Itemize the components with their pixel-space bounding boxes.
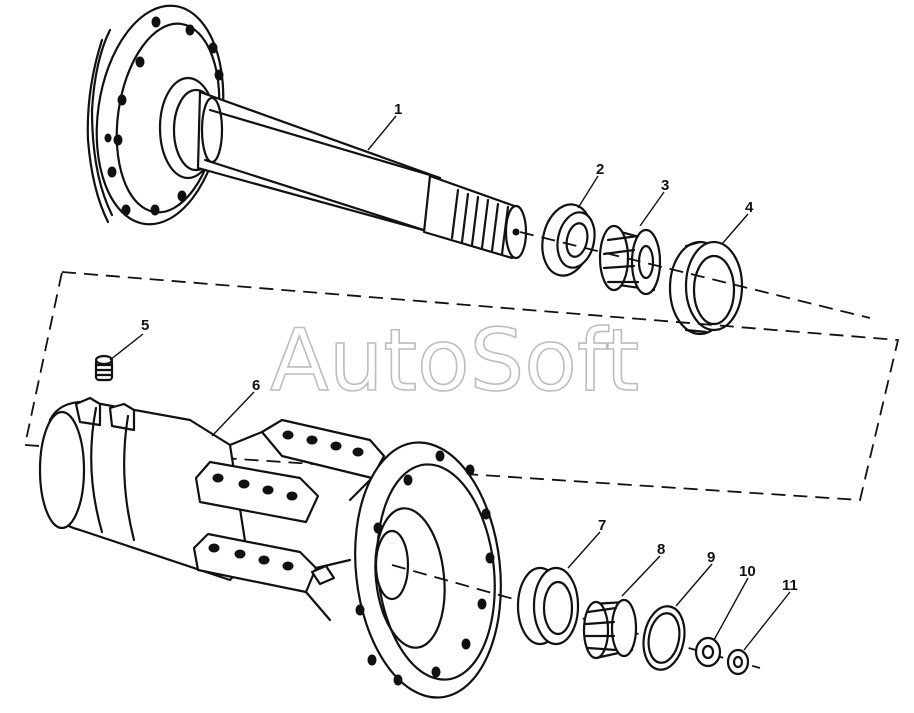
callout-3: 3	[661, 177, 669, 194]
callout-6: 6	[252, 377, 260, 394]
axle-housing	[38, 396, 502, 699]
bearing-cone	[598, 224, 662, 296]
axle-shaft	[86, 4, 528, 260]
callout-7: 7	[598, 517, 606, 534]
callout-4: 4	[745, 199, 754, 216]
seal-ring-lower	[642, 605, 686, 671]
callout-labels: 1 2 3 4 5 6 7 8 9 10 11	[141, 101, 798, 594]
watermark: AutoSoft	[270, 311, 639, 411]
leader-lines	[109, 115, 791, 651]
bearing-cone-lower	[582, 598, 638, 660]
bearing-cup-lower	[516, 566, 580, 646]
washer	[694, 636, 722, 668]
callout-11: 11	[782, 577, 798, 594]
callout-5: 5	[141, 317, 149, 334]
plug	[94, 354, 114, 382]
callout-9: 9	[707, 549, 715, 566]
callout-1: 1	[394, 101, 402, 118]
callout-2: 2	[596, 161, 604, 178]
callout-10: 10	[739, 563, 756, 580]
nut	[726, 648, 750, 676]
bearing-cup	[668, 240, 744, 336]
assembly-boundary	[23, 271, 900, 501]
callout-8: 8	[657, 541, 665, 558]
seal-ring	[541, 203, 596, 277]
